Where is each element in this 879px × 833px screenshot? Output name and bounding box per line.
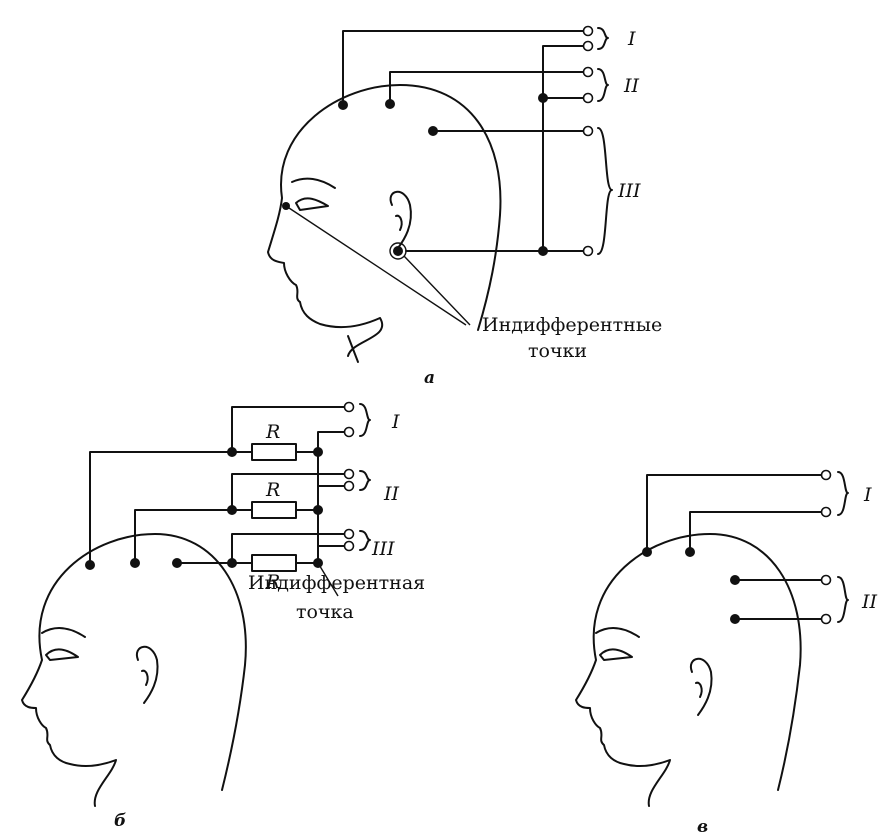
terminal-icon[interactable] xyxy=(820,613,832,625)
resistor-label: R xyxy=(265,421,280,443)
terminal-icon[interactable] xyxy=(343,528,355,540)
branch-3 xyxy=(231,533,346,564)
group-label-i: I xyxy=(863,484,872,506)
common-bus xyxy=(317,431,346,564)
terminal-icon[interactable] xyxy=(343,468,355,480)
terminal-icon[interactable] xyxy=(820,469,832,481)
wire-2 xyxy=(134,509,253,564)
terminal-icon[interactable] xyxy=(343,401,355,413)
wire-1 xyxy=(89,451,253,566)
group-label-i: I xyxy=(391,411,400,433)
eye-icon xyxy=(45,648,79,661)
junction-dot xyxy=(313,447,323,457)
terminal-icon[interactable] xyxy=(820,506,832,518)
junction-dot xyxy=(313,505,323,515)
brace-icon xyxy=(837,576,849,623)
electrode-dot-icon xyxy=(393,246,403,256)
terminal-icon[interactable] xyxy=(820,574,832,586)
panel-label-a: а xyxy=(424,368,435,388)
pointer-line xyxy=(285,205,471,326)
group-label-ii: II xyxy=(383,483,400,505)
group-label-iii: III xyxy=(617,180,641,202)
group-label-ii: II xyxy=(861,591,878,613)
caption-points: точки xyxy=(528,340,587,362)
junction-dot xyxy=(227,505,237,515)
terminal-icon[interactable] xyxy=(582,66,594,78)
brace-icon xyxy=(359,470,371,491)
terminal-icon[interactable] xyxy=(343,480,355,492)
brace-icon xyxy=(837,471,849,516)
ear-icon xyxy=(689,657,713,716)
ear-icon xyxy=(135,645,159,704)
group-label-ii: II xyxy=(623,75,640,97)
terminal-icon[interactable] xyxy=(582,125,594,137)
brace-icon xyxy=(597,127,613,255)
wire-1 xyxy=(646,474,823,553)
wire-ref xyxy=(405,45,585,252)
wire-1 xyxy=(342,30,585,106)
caption-point: точка xyxy=(296,601,354,623)
terminal-icon[interactable] xyxy=(582,40,594,52)
brace-icon xyxy=(597,68,609,102)
ear-icon xyxy=(389,190,412,249)
eye-icon xyxy=(599,648,633,661)
neck-line xyxy=(347,335,359,363)
head-profile-icon xyxy=(267,84,502,357)
caption-indifferent-point: Индифферентная xyxy=(248,572,425,594)
junction-dot xyxy=(538,93,548,103)
head-profile-icon xyxy=(21,533,247,807)
terminal-icon[interactable] xyxy=(343,426,355,438)
resistor-icon xyxy=(251,554,297,572)
brace-icon xyxy=(359,530,371,551)
group-label-iii: III xyxy=(371,538,395,560)
brace-icon xyxy=(359,403,371,437)
terminal-icon[interactable] xyxy=(582,92,594,104)
resistor-label: R xyxy=(265,571,280,593)
pointer-line xyxy=(317,562,339,597)
branch-1 xyxy=(231,406,346,453)
branch-2 xyxy=(231,473,346,511)
wire-2 xyxy=(689,511,823,553)
eyebrow-icon xyxy=(291,177,336,189)
resistor-icon xyxy=(251,443,297,461)
panel-v: I II в xyxy=(575,469,878,833)
junction-dot xyxy=(538,246,548,256)
panel-label-v: в xyxy=(697,817,708,833)
panel-b: R R R I II III Индифферентная точка б xyxy=(21,401,425,831)
head-profile-icon xyxy=(575,533,802,807)
wire-2 xyxy=(389,71,585,105)
resistor-label: R xyxy=(265,479,280,501)
terminal-icon[interactable] xyxy=(582,245,594,257)
eyebrow-icon xyxy=(595,627,640,638)
panel-label-b: б xyxy=(114,811,126,831)
terminal-icon[interactable] xyxy=(582,25,594,37)
resistor-icon xyxy=(251,501,297,519)
junction-dot xyxy=(227,558,237,568)
panel-a: I II III Индифферентные точки а xyxy=(267,25,662,388)
eyebrow-icon xyxy=(41,627,86,638)
caption-indifferent-points: Индифферентные xyxy=(482,314,662,336)
eye-icon xyxy=(295,197,329,211)
junction-dot xyxy=(227,447,237,457)
group-label-i: I xyxy=(627,28,636,50)
brace-icon xyxy=(597,27,609,50)
terminal-icon[interactable] xyxy=(343,540,355,552)
